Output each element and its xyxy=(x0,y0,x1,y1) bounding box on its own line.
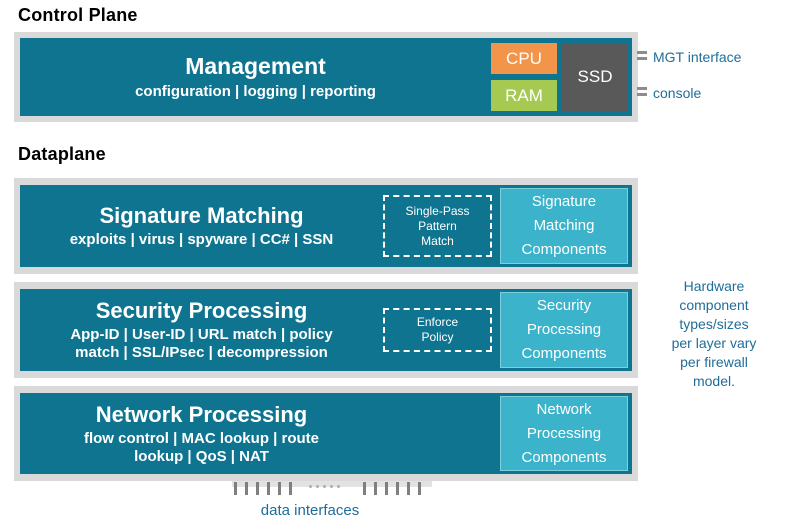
signature-matching-box: Signature Matching exploits | virus | sp… xyxy=(20,185,632,267)
signature-matching-components-box: Signature Matching Components xyxy=(500,188,628,264)
hardware-note: Hardware component types/sizes per layer… xyxy=(671,278,757,389)
data-interfaces-label: data interfaces xyxy=(260,502,360,519)
security-processing-text: Security Processing App-ID | User-ID | U… xyxy=(20,289,383,371)
data-port-group-left xyxy=(234,482,292,495)
security-processing-title: Security Processing xyxy=(95,298,308,323)
enforce-policy-box: Enforce Policy xyxy=(383,308,492,352)
data-interfaces-ports xyxy=(232,481,432,496)
control-plane-heading: Control Plane xyxy=(18,5,138,25)
signature-matching-text: Signature Matching exploits | virus | sp… xyxy=(20,185,383,267)
console-port-icon xyxy=(637,87,647,99)
security-processing-subtitle: App-ID | User-ID | URL match | policy ma… xyxy=(70,326,333,361)
security-processing-components-box: Security Processing Components xyxy=(500,292,628,368)
mgt-port-icon xyxy=(637,51,647,63)
mgt-interface-label: MGT interface xyxy=(653,49,742,65)
network-processing-subtitle: flow control | MAC lookup | route lookup… xyxy=(83,429,320,465)
management-subtitle: configuration | logging | reporting xyxy=(135,83,376,100)
ports-base-strip xyxy=(232,481,432,487)
management-frame: Management configuration | logging | rep… xyxy=(14,32,638,122)
signature-matching-title: Signature Matching xyxy=(99,203,304,228)
management-box: Management configuration | logging | rep… xyxy=(20,38,632,116)
management-title: Management xyxy=(185,53,326,79)
ssd-chip: SSD xyxy=(562,43,628,111)
console-label: console xyxy=(653,85,702,101)
network-processing-box: Network Processing flow control | MAC lo… xyxy=(20,393,632,474)
single-pass-pattern-match-box: Single-Pass Pattern Match xyxy=(383,195,492,257)
cpu-ram-column: CPU RAM xyxy=(491,43,557,111)
signature-matching-subtitle: exploits | virus | spyware | CC# | SSN xyxy=(69,231,334,248)
ram-chip: RAM xyxy=(491,80,557,111)
cpu-chip: CPU xyxy=(491,43,557,74)
management-text: Management configuration | logging | rep… xyxy=(20,43,491,111)
network-processing-components-box: Network Processing Components xyxy=(500,396,628,471)
security-processing-box: Security Processing App-ID | User-ID | U… xyxy=(20,289,632,371)
security-processing-frame: Security Processing App-ID | User-ID | U… xyxy=(14,282,638,378)
ellipsis-dots-icon xyxy=(309,485,340,488)
network-processing-title: Network Processing xyxy=(95,401,308,427)
network-processing-text: Network Processing flow control | MAC lo… xyxy=(20,393,383,474)
network-processing-frame: Network Processing flow control | MAC lo… xyxy=(14,386,638,481)
dataplane-heading: Dataplane xyxy=(18,144,106,164)
signature-matching-frame: Signature Matching exploits | virus | sp… xyxy=(14,178,638,274)
data-port-group-right xyxy=(363,482,421,495)
